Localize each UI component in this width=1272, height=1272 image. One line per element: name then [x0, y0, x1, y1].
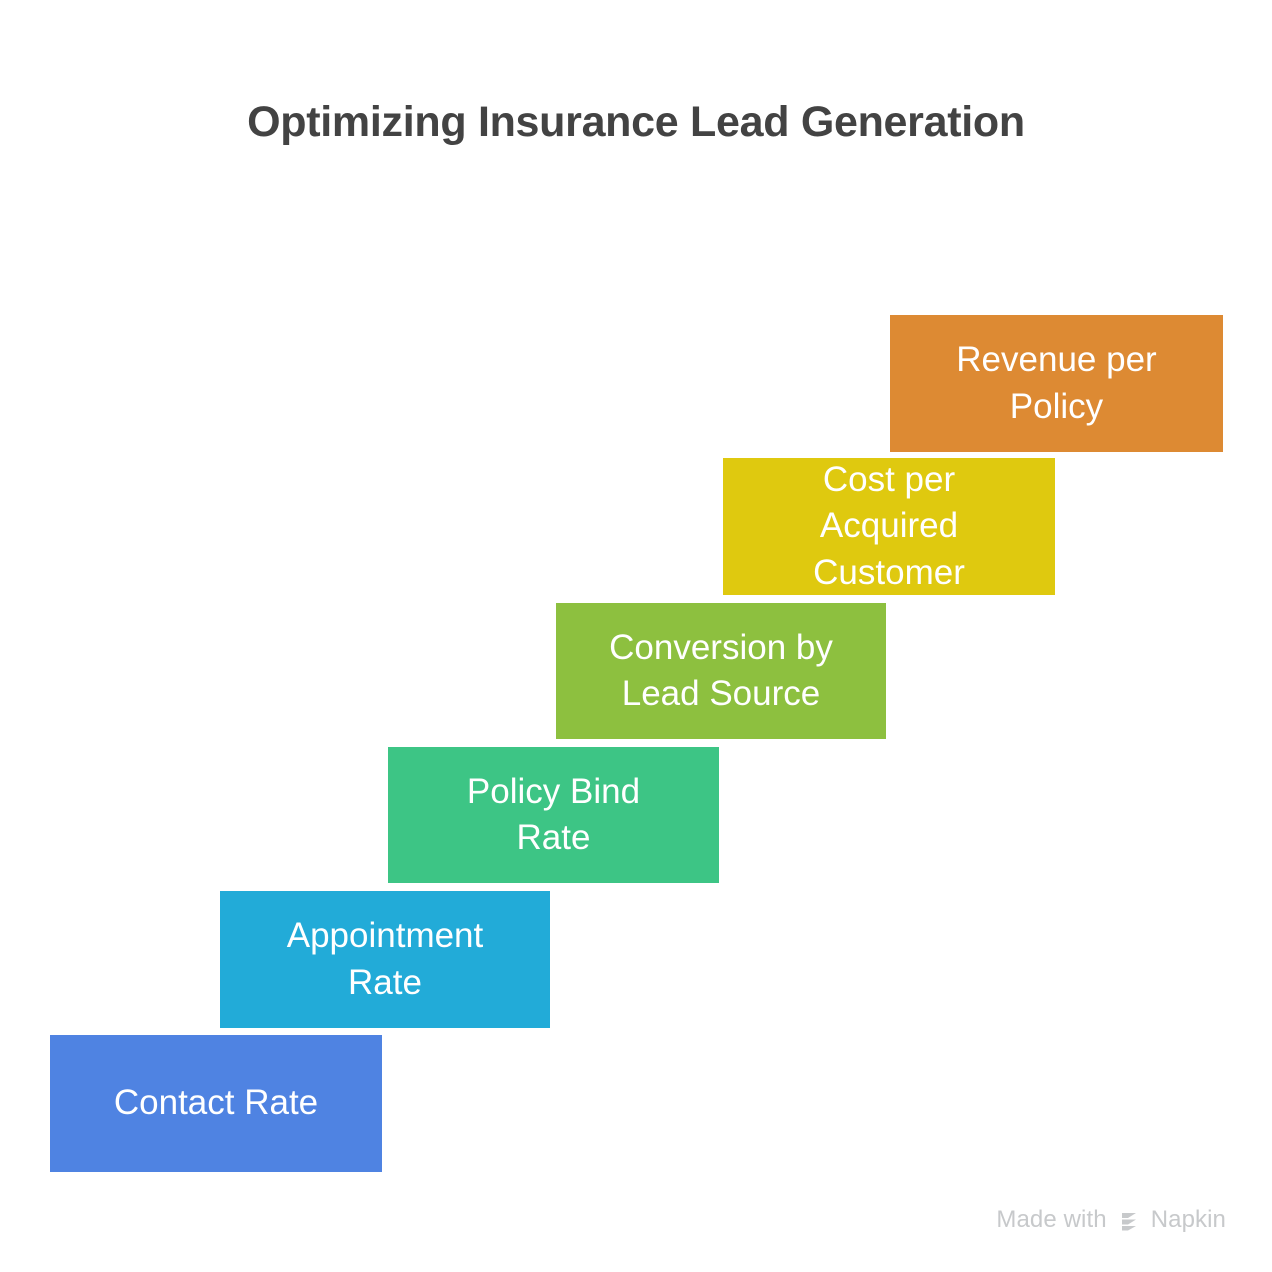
staircase-step[interactable]: Cost per Acquired Customer: [723, 458, 1055, 595]
staircase-step-label: Appointment Rate: [286, 916, 484, 1002]
staircase-step-label: Revenue per Policy: [956, 340, 1157, 426]
staircase-step[interactable]: Conversion by Lead Source: [556, 603, 886, 739]
napkin-chevron-logo-icon: [1116, 1207, 1142, 1233]
staircase-step[interactable]: Contact Rate: [50, 1035, 382, 1172]
staircase-step[interactable]: Policy Bind Rate: [388, 747, 719, 883]
staircase-step[interactable]: Appointment Rate: [220, 891, 550, 1028]
staircase-step-label: Contact Rate: [113, 1083, 319, 1123]
watermark-text: Made with: [996, 1206, 1107, 1233]
staircase-step-label: Conversion by Lead Source: [609, 627, 833, 713]
napkin-watermark: Made with Napkin: [996, 1206, 1226, 1234]
page-title: Optimizing Insurance Lead Generation: [247, 98, 1025, 146]
watermark-brand: Napkin: [1150, 1206, 1226, 1233]
staircase-step-label: Cost per Acquired Customer: [813, 460, 965, 592]
staircase-step-label: Policy Bind Rate: [466, 771, 641, 857]
staircase-step[interactable]: Revenue per Policy: [890, 315, 1223, 452]
